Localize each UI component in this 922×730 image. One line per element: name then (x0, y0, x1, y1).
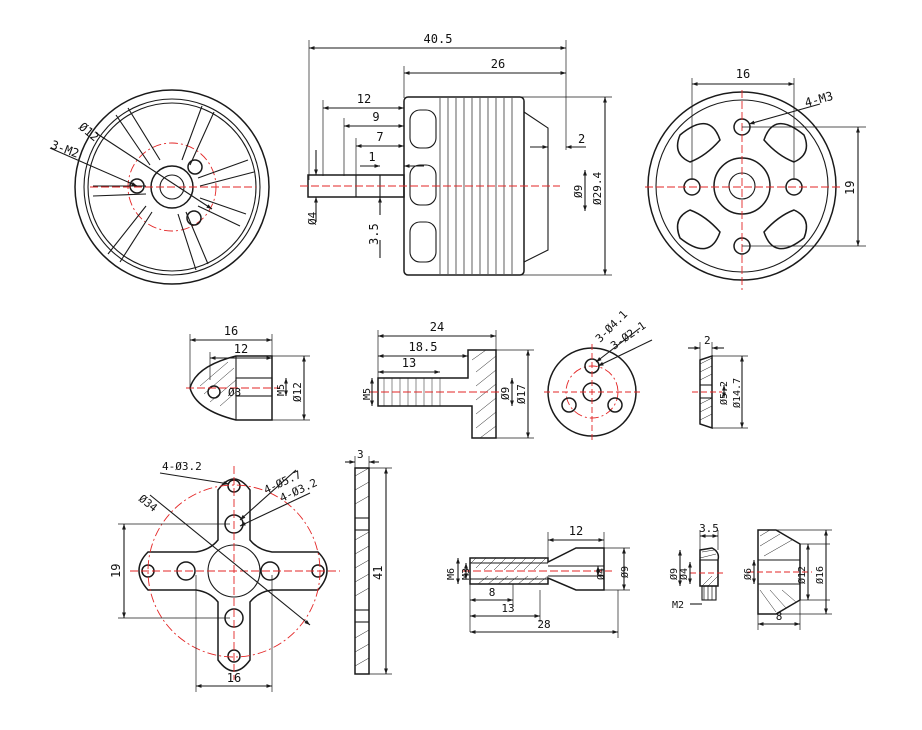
dim-16: 16 (736, 67, 750, 81)
dim-cap-16: 16 (224, 324, 238, 338)
front-view: Ø12 3-M2 (49, 89, 270, 285)
dim-3-5: 3.5 (367, 223, 381, 245)
dim-2: 2 (578, 132, 585, 146)
label-3m2: 3-M2 (49, 138, 81, 161)
dim-12: 12 (357, 92, 371, 106)
dim-standoff-d9: Ø9 (619, 566, 631, 578)
dim-collar-d9: Ø9 (668, 568, 680, 580)
adapter-face: 3-Ø4.1 3-Ø2.1 (544, 308, 653, 440)
dim-adapter-13: 13 (402, 356, 416, 370)
dim-cap-d3: Ø3 (228, 386, 241, 399)
dim-40-5: 40.5 (424, 32, 453, 46)
dim-cap-12: 12 (234, 342, 248, 356)
dim-standoff-8: 8 (489, 586, 496, 599)
dim-standoff-m6: M6 (446, 568, 457, 580)
dim-adapter-18-5: 18.5 (409, 340, 438, 354)
x-mount: 4-Ø3.2 4-Ø5.7 4-Ø3.2 Ø34 19 16 (109, 460, 340, 692)
dim-d9: Ø9 (572, 185, 585, 198)
dim-collar-3-5: 3.5 (699, 522, 719, 535)
label-d34: Ø34 (136, 492, 160, 515)
standoff: 12 M6 M3 Ø4 Ø9 8 13 28 (446, 524, 631, 638)
dim-d4: Ø4 (306, 211, 319, 225)
dim-cap-m5: M5 (276, 384, 287, 396)
dim-washer-d5-2: Ø5.2 (718, 381, 730, 405)
dim-d29-4: Ø29.4 (591, 172, 604, 205)
dim-7: 7 (376, 130, 383, 144)
dim-standoff-12: 12 (569, 524, 583, 538)
dim-adapter-d9: Ø9 (499, 387, 512, 400)
label-4-d3-2-a: 4-Ø3.2 (162, 460, 202, 473)
dim-26: 26 (491, 57, 505, 71)
spinner-cap: 16 12 Ø3 M5 Ø12 (186, 324, 310, 421)
dim-cone-d6: Ø6 (742, 568, 754, 580)
cone-nut: Ø6 Ø12 Ø16 8 (742, 529, 832, 630)
dim-adapter-d17: Ø17 (515, 384, 528, 404)
dim-cap-d12: Ø12 (291, 382, 304, 402)
dim-washer-2: 2 (704, 334, 711, 347)
dim-side-3: 3 (357, 448, 364, 461)
dim-19: 19 (843, 181, 857, 195)
dim-9: 9 (372, 110, 379, 124)
label-4m3: 4-M3 (803, 89, 835, 110)
dim-standoff-d4: Ø4 (595, 568, 607, 580)
dim-cone-8: 8 (776, 610, 783, 623)
dim-collar-d4: Ø4 (678, 568, 690, 580)
dim-cone-d12: Ø12 (796, 566, 808, 584)
mount-side: 3 41 (345, 448, 392, 675)
dim-cone-d16: Ø16 (814, 566, 826, 584)
dim-standoff-13: 13 (501, 602, 514, 615)
washer: 2 Ø5.2 Ø14.7 (688, 334, 748, 430)
dim-adapter-m5: M5 (362, 388, 373, 400)
prop-adapter: 24 18.5 13 M5 Ø9 Ø17 (362, 320, 534, 439)
dim-1: 1 (368, 150, 375, 164)
collar: 3.5 Ø9 Ø4 M2 (668, 522, 726, 611)
dim-mount-19: 19 (109, 564, 123, 578)
rear-view: 16 19 4-M3 (645, 67, 866, 290)
dim-adapter-24: 24 (430, 320, 444, 334)
dim-standoff-m3: M3 (461, 568, 472, 580)
side-view: 40.5 26 12 9 7 1 Ø4 3.5 2 Ø9 Ø29.4 (300, 32, 612, 276)
dim-collar-m2: M2 (672, 600, 684, 611)
dim-washer-d14-7: Ø14.7 (731, 378, 743, 408)
dim-mount-16: 16 (227, 671, 241, 685)
dim-side-41: 41 (371, 566, 385, 580)
dim-standoff-28: 28 (537, 618, 550, 631)
